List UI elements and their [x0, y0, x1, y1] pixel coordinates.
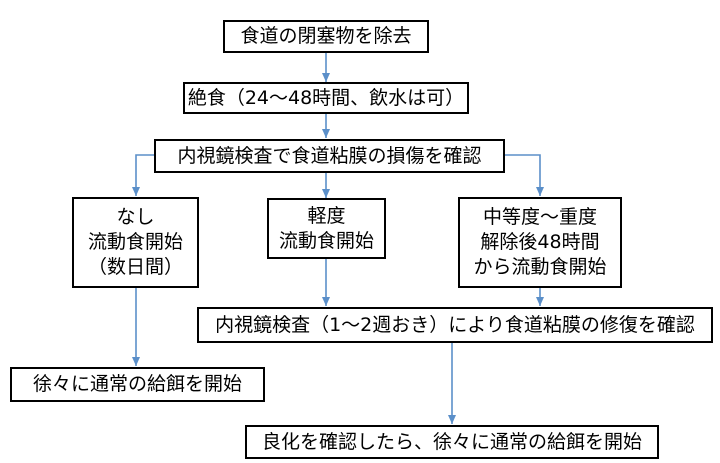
- edge-endoscopy-to-moderate: [505, 154, 544, 196]
- edge-endoscopy-to-none: [132, 154, 155, 196]
- node-endoscopy-check: 内視鏡検査で食道粘膜の損傷を確認: [154, 139, 505, 173]
- node-none: なし 流動食開始 （数日間）: [72, 197, 199, 288]
- node-remove-obstruction: 食道の閉塞物を除去: [223, 20, 429, 53]
- node-mild: 軽度 流動食開始: [267, 198, 386, 259]
- node-endoscopy-repair: 内視鏡検査（1～2週おき）により食道粘膜の修復を確認: [197, 307, 713, 343]
- node-moderate-severe: 中等度～重度 解除後48時間 から流動食開始: [458, 197, 622, 288]
- node-fasting: 絶食（24～48時間、飲水は可）: [183, 82, 469, 114]
- node-after-improvement: 良化を確認したら、徐々に通常の給餌を開始: [245, 425, 659, 459]
- node-gradual-feeding: 徐々に通常の給餌を開始: [10, 367, 265, 402]
